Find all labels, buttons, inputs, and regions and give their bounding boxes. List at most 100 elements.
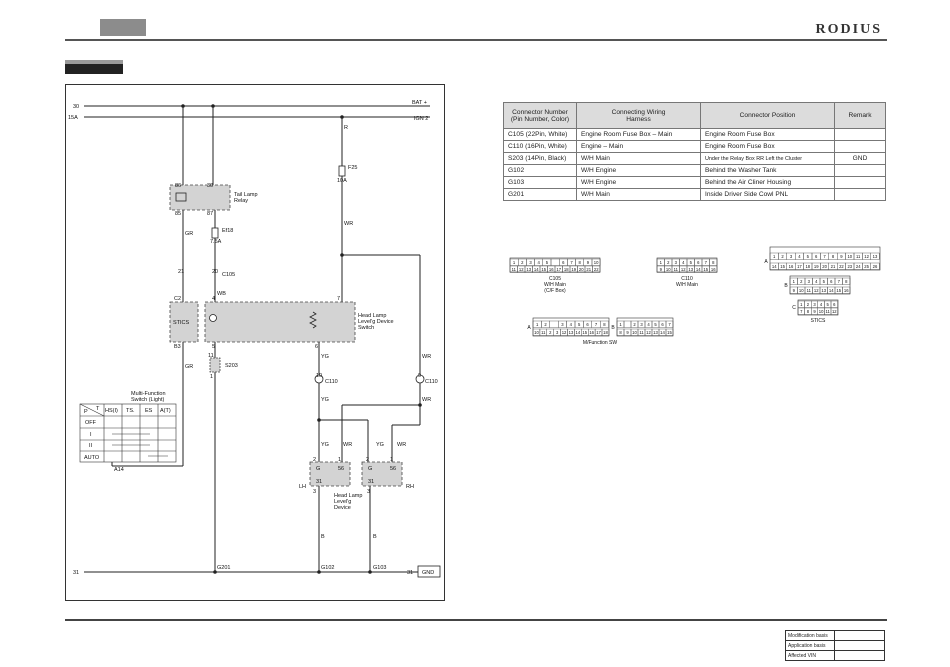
ground-rail-end-label: 31 (407, 570, 413, 576)
stics-c-pin: 1 (800, 302, 803, 307)
cell-harness: W/H Main (576, 152, 701, 165)
mf-b-pin: 6 (661, 322, 664, 327)
mf-a-pin: 7 (595, 322, 598, 327)
stics-a-pin: 7 (823, 254, 826, 259)
cell-connector: G103 (503, 176, 577, 189)
mf-a-pin: 14 (576, 330, 581, 335)
fuse-ef18-amp: 7.5A (210, 239, 222, 245)
c105-pin: 9 (587, 260, 590, 265)
cell-harness: W/H Engine (576, 164, 701, 177)
mf-a-pin: 3 (556, 330, 559, 335)
stics-a-pin: 12 (864, 254, 869, 259)
stics-b-pin: 11 (807, 288, 812, 293)
c110-pin: 3 (675, 260, 678, 265)
cell-position: Engine Room Fuse Box (700, 140, 835, 153)
c105-pin: 8 (579, 260, 582, 265)
c110-label-right: C110 (425, 379, 438, 385)
revision-row: Application basis (786, 641, 884, 651)
stics-b-pin: 9 (793, 288, 796, 293)
c110-label-left: C110 (325, 379, 338, 385)
c110-pin: 4 (682, 260, 685, 265)
cell-connector: C110 (16Pin, White) (503, 140, 577, 153)
c110-pin: 10 (666, 267, 671, 272)
c110-pin: 5 (690, 260, 693, 265)
switch-pin-4: 4 (212, 296, 215, 302)
brand-logo: RODIUS (815, 22, 882, 37)
mf-b-pin: 15 (667, 330, 672, 335)
s203-pin-11: 11 (208, 353, 214, 359)
mf-a-pin: 4 (570, 322, 573, 327)
c110-pin: 7 (705, 260, 708, 265)
wire-yg-label: YG (321, 354, 329, 360)
wire-yg4-label: YG (376, 442, 384, 448)
relay-pin-87: 87 (207, 211, 213, 217)
mf-a-pin: 11 (541, 330, 546, 335)
stics-row-a: A (764, 259, 768, 265)
table-row: C110 (16Pin, White) Engine – Main Engine… (503, 140, 886, 153)
c105-pin: 22 (594, 267, 599, 272)
stics-a-pin: 25 (864, 264, 869, 269)
rh-label: RH (406, 484, 414, 490)
revision-row: Modification basis (786, 631, 884, 641)
relay-pin-85: 85 (175, 211, 181, 217)
mf-a-pin: 10 (534, 330, 539, 335)
c105-pin: 4 (538, 260, 541, 265)
rh-pin-3: 3 (367, 489, 370, 495)
stics-a-pin: 21 (831, 264, 836, 269)
wire-wr2b-label: WR (422, 397, 431, 403)
c110-pin: 1 (660, 260, 663, 265)
mf-a-pin: 5 (578, 322, 581, 327)
connector-table-header: Connector Number(Pin Number, Color) Conn… (503, 102, 886, 129)
stics-b-pin-cell (842, 286, 851, 294)
ground-tag-label: GND (422, 570, 434, 576)
mf-col-a: A(T) (160, 408, 171, 414)
rail-ign2-label: IGN 2 (414, 116, 428, 122)
c105-pin: 5 (546, 260, 549, 265)
rail-15a-label: 15A (68, 115, 78, 121)
mf-a-pin: 2 (544, 322, 547, 327)
table-row: G201 W/H Main Inside Driver Side Cowl PN… (503, 188, 886, 201)
rail-bat-label: BAT + (412, 100, 427, 106)
cell-connector: S203 (14Pin, Black) (503, 152, 577, 165)
tail-lamp-relay-box (169, 184, 231, 211)
application-label: Application basis (786, 641, 835, 650)
stics-c-pin: 2 (807, 302, 810, 307)
mf-row-1: I (90, 432, 92, 438)
stics-b-pin: 16 (844, 288, 849, 293)
mf-b-pin: 14 (660, 330, 665, 335)
lh-pin-2: 2 (313, 457, 316, 463)
stics-a-pin: 2 (781, 254, 784, 259)
lh-g: G (316, 466, 320, 472)
mf-row-auto: AUTO (84, 455, 100, 461)
mf-b-pin: 7 (668, 322, 671, 327)
c110-pin: 13 (688, 267, 693, 272)
revision-row: Affected VIN (786, 651, 884, 661)
c110-pin-cell (709, 265, 718, 273)
header-tab (100, 19, 146, 36)
connector-table: Connector Number(Pin Number, Color) Conn… (503, 102, 886, 201)
mf-col-es: ES (145, 408, 153, 414)
c110-pin10-icon (314, 374, 324, 384)
stics-a-pin: 13 (873, 254, 878, 259)
stics-box (169, 301, 199, 343)
mf-col-hs: HS(I) (105, 408, 118, 414)
stics-c-pin: 6 (833, 302, 836, 307)
modification-label: Modification basis (786, 631, 835, 640)
relay-pin-86: 86 (175, 183, 181, 189)
stics-a-pin: 17 (797, 264, 802, 269)
g103-label: G103 (373, 565, 386, 571)
section-label-strip (65, 60, 123, 64)
col-connector-position: Connector Position (700, 102, 835, 129)
wire-b2-label: B (373, 534, 377, 540)
stics-c-pin-cell (830, 300, 838, 308)
mf-a-pin: 12 (562, 330, 567, 335)
stics-b-pin: 13 (821, 288, 826, 293)
rh-31: 31 (368, 479, 374, 485)
cell-connector: G102 (503, 164, 577, 177)
cell-remark (834, 164, 886, 177)
mf-a-pin: 16 (589, 330, 594, 335)
wire-r-label: R (344, 125, 348, 131)
